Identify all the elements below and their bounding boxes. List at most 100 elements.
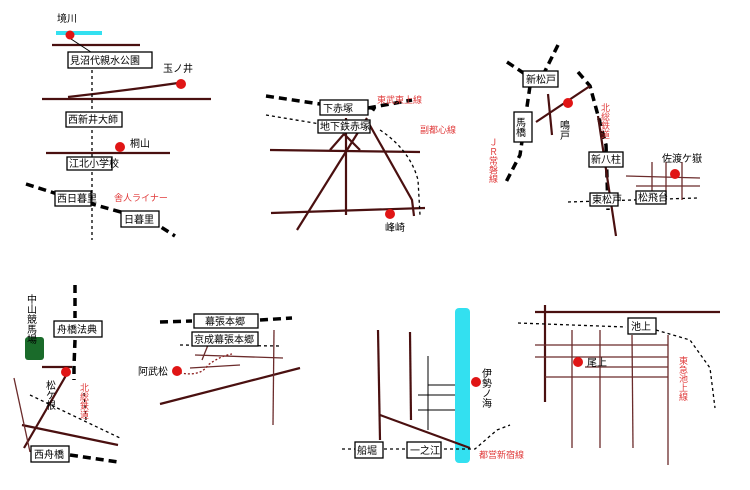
road (270, 206, 426, 215)
line-label: ＪＲ常磐線 (487, 138, 498, 183)
map-1: 境川 玉ノ井 桐山 見沼代親水公園 西新井大師 江北小学校 西日暮里 日暮里 舎… (25, 12, 211, 240)
road (408, 331, 413, 421)
station-box (317, 119, 371, 134)
line-label: 副都心線 (420, 124, 456, 136)
station-label: 松飛台 (638, 191, 668, 204)
railway-line (25, 182, 176, 238)
street (189, 364, 241, 369)
station-box (54, 190, 92, 207)
venue-label: 尾上 (587, 357, 607, 369)
hokuso-line (576, 70, 610, 211)
road (596, 115, 618, 237)
railway-line (265, 114, 321, 125)
map-5: 阿武松 幕張本郷 京成幕張本郷 (138, 313, 301, 426)
road (67, 80, 186, 99)
venue-marker (385, 209, 395, 219)
station-box (53, 320, 103, 338)
station-label: 地下鉄赤塚 (320, 120, 370, 133)
station-label: 池上 (631, 320, 651, 333)
street (194, 354, 284, 359)
station-label: 馬橋 (514, 117, 526, 138)
railway-line (542, 44, 560, 74)
station-label: 幕張本郷 (205, 315, 245, 328)
line-label: 東急池上線 (677, 355, 688, 401)
station-label: 東松戸 (592, 193, 622, 206)
station-box (193, 313, 259, 329)
station-label: 京成幕張本郷 (194, 333, 254, 346)
venue-marker (115, 142, 125, 152)
railway-line (29, 394, 121, 439)
station-label: 江北小学校 (69, 157, 119, 170)
map-2: 峰崎 下赤塚 地下鉄赤塚 東武東上線 副都心線 (265, 94, 456, 234)
jr-joban-line (503, 85, 532, 185)
railway-line (69, 453, 119, 464)
line-label: 都営新宿線 (479, 449, 524, 461)
station-label: 日暮里 (124, 213, 154, 226)
railway-line (506, 60, 526, 76)
railway-line (517, 322, 627, 328)
station-label: 西新井大師 (68, 113, 118, 126)
tokyu-ikegami-line (655, 329, 716, 409)
venue-marker (670, 169, 680, 179)
venue-label: 松ケ根 (44, 379, 56, 411)
road (535, 85, 591, 123)
street (625, 175, 701, 179)
venue-marker (471, 377, 481, 387)
street (272, 329, 275, 426)
station-label: 舟橋法典 (57, 323, 97, 336)
station-box (65, 111, 123, 128)
venue-marker (172, 366, 182, 376)
venue-label: 鳴戸 (558, 119, 570, 141)
racecourse (25, 337, 44, 360)
river (455, 308, 470, 463)
station-label: 見沼代親水公園 (70, 54, 140, 67)
street (13, 377, 31, 453)
street (201, 344, 209, 361)
road (546, 93, 554, 136)
station-box (635, 190, 667, 205)
station-label: 西舟橋 (34, 448, 64, 461)
venue-label: 伊勢ノ海 (480, 368, 492, 409)
venue-label: 佐渡ケ嶽 (662, 152, 702, 165)
road (23, 371, 69, 449)
railway-line (159, 319, 193, 324)
station-box (588, 151, 624, 168)
station-box (30, 445, 70, 463)
station-box (319, 99, 369, 116)
station-box (66, 156, 113, 171)
venue-label: 境川 (57, 12, 77, 25)
railway-line (259, 316, 293, 322)
road (329, 133, 345, 151)
line-label: 北総鉄道 (78, 383, 89, 420)
railway-line (72, 339, 77, 380)
street (631, 334, 634, 449)
station-label: 新松戸 (526, 73, 556, 86)
railway-line (179, 344, 283, 347)
station-label: 下赤塚 (323, 103, 353, 115)
railway-line (83, 392, 87, 421)
road (343, 133, 361, 151)
station-box (120, 210, 160, 228)
venue-label: 阿武松 (138, 365, 168, 378)
line-label: 舎人ライナー (114, 193, 168, 204)
tobu-tojo-line (367, 98, 413, 110)
landmark-label: 中山競馬場 (25, 293, 37, 345)
venue-marker (176, 79, 186, 89)
river (56, 31, 102, 35)
map-3: 鳴戸 佐渡ケ嶽 新松戸 馬橋 新八柱 東松戸 松飛台 ＪＲ常磐線 北総鉄道 (487, 44, 702, 237)
venue-label: 玉ノ井 (163, 62, 193, 75)
road (296, 117, 368, 231)
venue-marker (573, 357, 583, 367)
station-label: 西日暮里 (57, 192, 97, 205)
venue-marker (563, 98, 573, 108)
road (159, 366, 301, 406)
footpath (175, 353, 233, 375)
venue-label: 峰崎 (385, 221, 405, 234)
station-label: 船堀 (357, 444, 377, 457)
station-box (522, 70, 559, 88)
line-label: 東武東上線 (377, 94, 422, 106)
fukutoshin-line (379, 129, 421, 216)
road (367, 121, 416, 217)
road (376, 329, 382, 441)
